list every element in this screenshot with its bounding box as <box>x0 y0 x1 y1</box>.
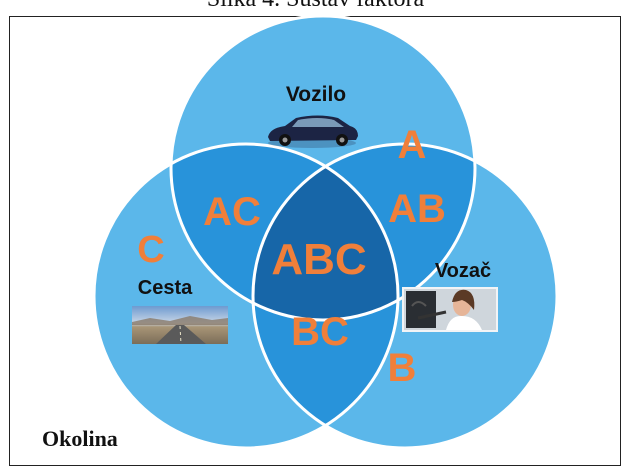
driver-image <box>402 287 498 332</box>
road-image <box>132 306 228 345</box>
label-bc: BC <box>291 310 349 354</box>
outline-vozac <box>251 142 559 450</box>
label-vozilo: Vozilo <box>286 83 346 106</box>
environment-label: Okolina <box>42 426 118 451</box>
region-abc <box>253 144 398 320</box>
label-cesta: Cesta <box>138 277 193 299</box>
label-ac: AC <box>203 190 261 234</box>
label-c: C <box>137 229 164 271</box>
outline-cesta <box>92 142 400 450</box>
label-b: B <box>388 346 417 390</box>
car-image <box>268 115 358 148</box>
label-a: A <box>398 123 427 167</box>
label-vozac: Vozač <box>435 260 491 282</box>
label-ab: AB <box>388 187 446 231</box>
label-abc: ABC <box>271 235 366 284</box>
outline-vozilo <box>169 14 477 322</box>
figure-caption: Slika 4. Sustav faktora <box>0 0 631 13</box>
